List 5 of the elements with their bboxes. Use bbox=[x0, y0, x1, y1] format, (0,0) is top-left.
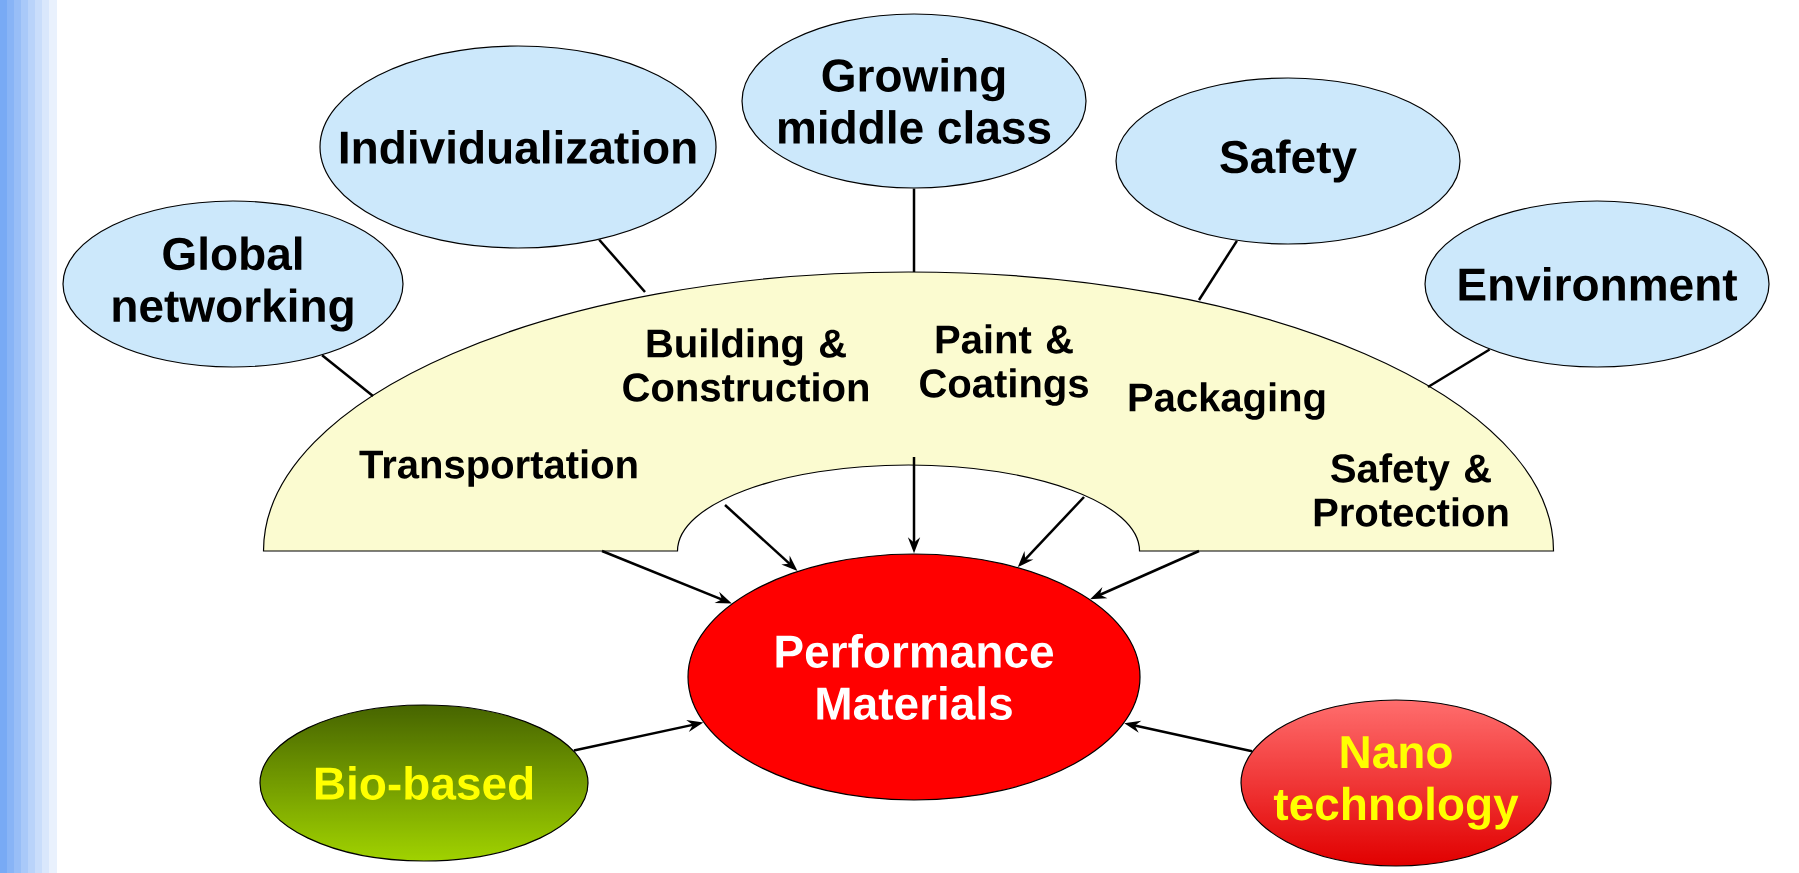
connector-line bbox=[321, 354, 374, 397]
connector-line bbox=[598, 238, 646, 293]
connector-line bbox=[912, 188, 916, 272]
connector-line bbox=[1427, 348, 1491, 389]
connector-line bbox=[1197, 240, 1238, 301]
